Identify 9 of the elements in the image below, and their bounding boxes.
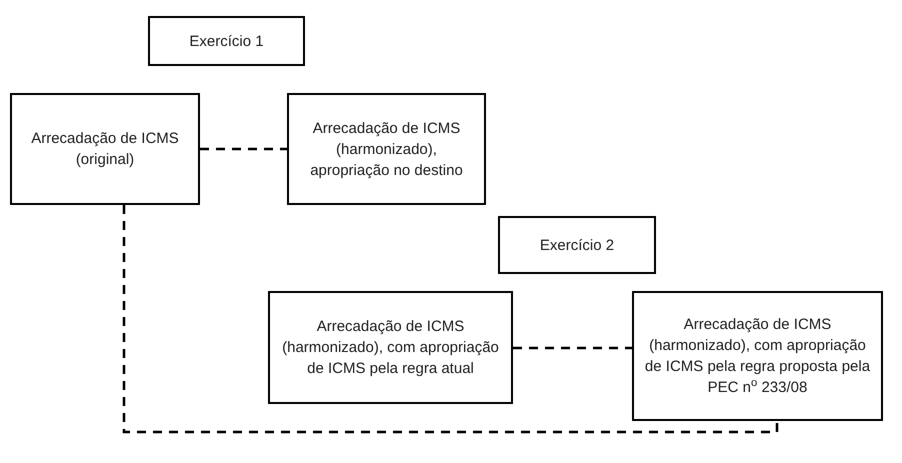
connector-line <box>200 148 287 150</box>
text-box: Arrecadação de ICMS (harmonizado), com apropriação de ICMS pela regra atual <box>268 291 513 404</box>
connector-line <box>513 346 632 350</box>
text-box: Arrecadação de ICMS (harmonizado), com apropriação de ICMS pela regra proposta pela PEC n$^{o}$ 233/08 <box>632 291 883 421</box>
text-box: Arrecadação de ICMS (original) <box>10 93 200 205</box>
text-box: Exercício 2 <box>498 216 656 274</box>
connector-line <box>122 205 778 434</box>
text-box: Exercício 1 <box>148 16 305 66</box>
text-box: Arrecadação de ICMS (harmonizado), apropriação no destino <box>287 93 486 205</box>
